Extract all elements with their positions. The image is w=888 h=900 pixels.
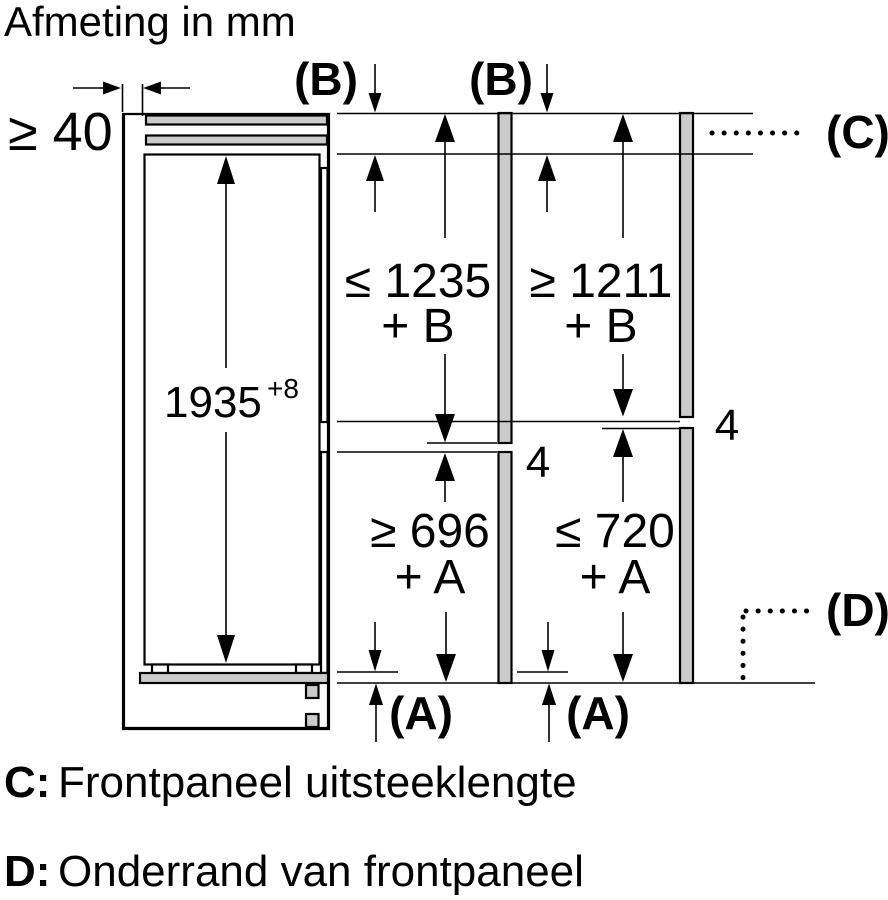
arrow-up-icon (613, 429, 633, 457)
upper-max-suffix: + B (381, 300, 454, 353)
arrow-up-icon (366, 155, 384, 181)
legend-d-key: D: (4, 847, 50, 896)
hinge-block-upper (304, 683, 320, 700)
dim-niche-side-wall: ≥ 40 (8, 81, 190, 162)
top-trim-bar-2 (144, 134, 329, 146)
upper-min-value: ≥ 1211 (530, 255, 673, 308)
niche-height-value: 1935 (164, 378, 262, 427)
panel-option1-upper (497, 111, 513, 445)
arrow-up-icon (435, 114, 455, 142)
diagram-title: Afmeting in mm (4, 0, 296, 45)
legend-c-key: C: (4, 758, 50, 807)
arrow-left-icon (143, 81, 161, 95)
panel-option2-upper (678, 111, 695, 419)
niche-height-tolerance: +8 (267, 373, 299, 404)
dim-upper-panel-max: ≤ 1235 + B (345, 114, 491, 443)
dim-a-left: (A) (368, 622, 453, 742)
reference-lines (337, 112, 815, 684)
appliance-foot-left (150, 663, 170, 675)
legend-d-text: Onderrand van frontpaneel (58, 847, 584, 896)
panel-option2-lower (678, 426, 695, 685)
panel-option1-lower (497, 450, 513, 685)
arrow-up-icon (613, 114, 633, 142)
dim-lower-panel-min: ≥ 696 + A (370, 453, 490, 682)
niche-side-value: ≥ 40 (8, 102, 113, 162)
arrow-down-icon (541, 650, 555, 672)
arrow-down-icon (435, 414, 455, 443)
lower-max-value: ≤ 720 (555, 505, 675, 558)
appliance-body (143, 153, 321, 666)
gap-left-value: 4 (526, 438, 550, 487)
arrow-up-icon (542, 683, 556, 705)
dim-b-right: (B) (469, 53, 556, 212)
cabinet-section (121, 84, 331, 731)
arrow-up-icon (217, 156, 235, 184)
appliance-door-lower (319, 450, 329, 675)
arrow-up-icon (369, 683, 383, 705)
d-label: (D) (826, 584, 888, 636)
arrow-down-icon (613, 654, 633, 682)
dim-a-mid: (A) (541, 622, 630, 742)
c-label: (C) (826, 106, 888, 158)
door-panels (497, 111, 695, 685)
lower-min-value: ≥ 696 (370, 505, 490, 558)
legend-c-text: Frontpaneel uitsteeklengte (58, 758, 577, 807)
lower-min-suffix: + A (395, 551, 466, 604)
lower-max-suffix: + A (580, 551, 651, 604)
arrow-down-icon (436, 654, 456, 682)
arrow-up-icon (538, 155, 556, 181)
hinge-block-lower (304, 712, 320, 729)
legend: C: Frontpaneel uitsteeklengte D: Onderra… (4, 758, 584, 896)
base-panel-bar (138, 671, 330, 685)
appliance-door-upper (319, 166, 329, 424)
b-left-label: (B) (294, 53, 358, 105)
upper-max-value: ≤ 1235 (345, 255, 491, 308)
a-mid-label: (A) (566, 687, 630, 739)
arrow-down-icon (368, 93, 382, 113)
appliance-foot-right (294, 663, 314, 675)
arrow-down-icon (217, 635, 235, 663)
callout-c: (C) (709, 106, 888, 158)
gap-right-value: 4 (715, 401, 739, 450)
dim-niche-height: 1935 +8 (164, 156, 299, 663)
dim-b-left: (B) (294, 53, 384, 212)
a-left-label: (A) (389, 687, 453, 739)
top-trim-bar-1 (144, 114, 329, 126)
callout-d: (D) (740, 584, 888, 684)
arrow-down-icon (368, 650, 382, 672)
dim-lower-panel-max: ≤ 720 + A (555, 429, 675, 682)
arrow-down-icon (613, 389, 633, 417)
arrow-right-icon (103, 81, 121, 95)
dim-upper-panel-min: ≥ 1211 + B (530, 114, 673, 417)
upper-min-suffix: + B (564, 300, 637, 353)
arrow-down-icon (540, 93, 554, 113)
b-right-label: (B) (469, 53, 533, 105)
arrow-up-icon (435, 453, 455, 481)
